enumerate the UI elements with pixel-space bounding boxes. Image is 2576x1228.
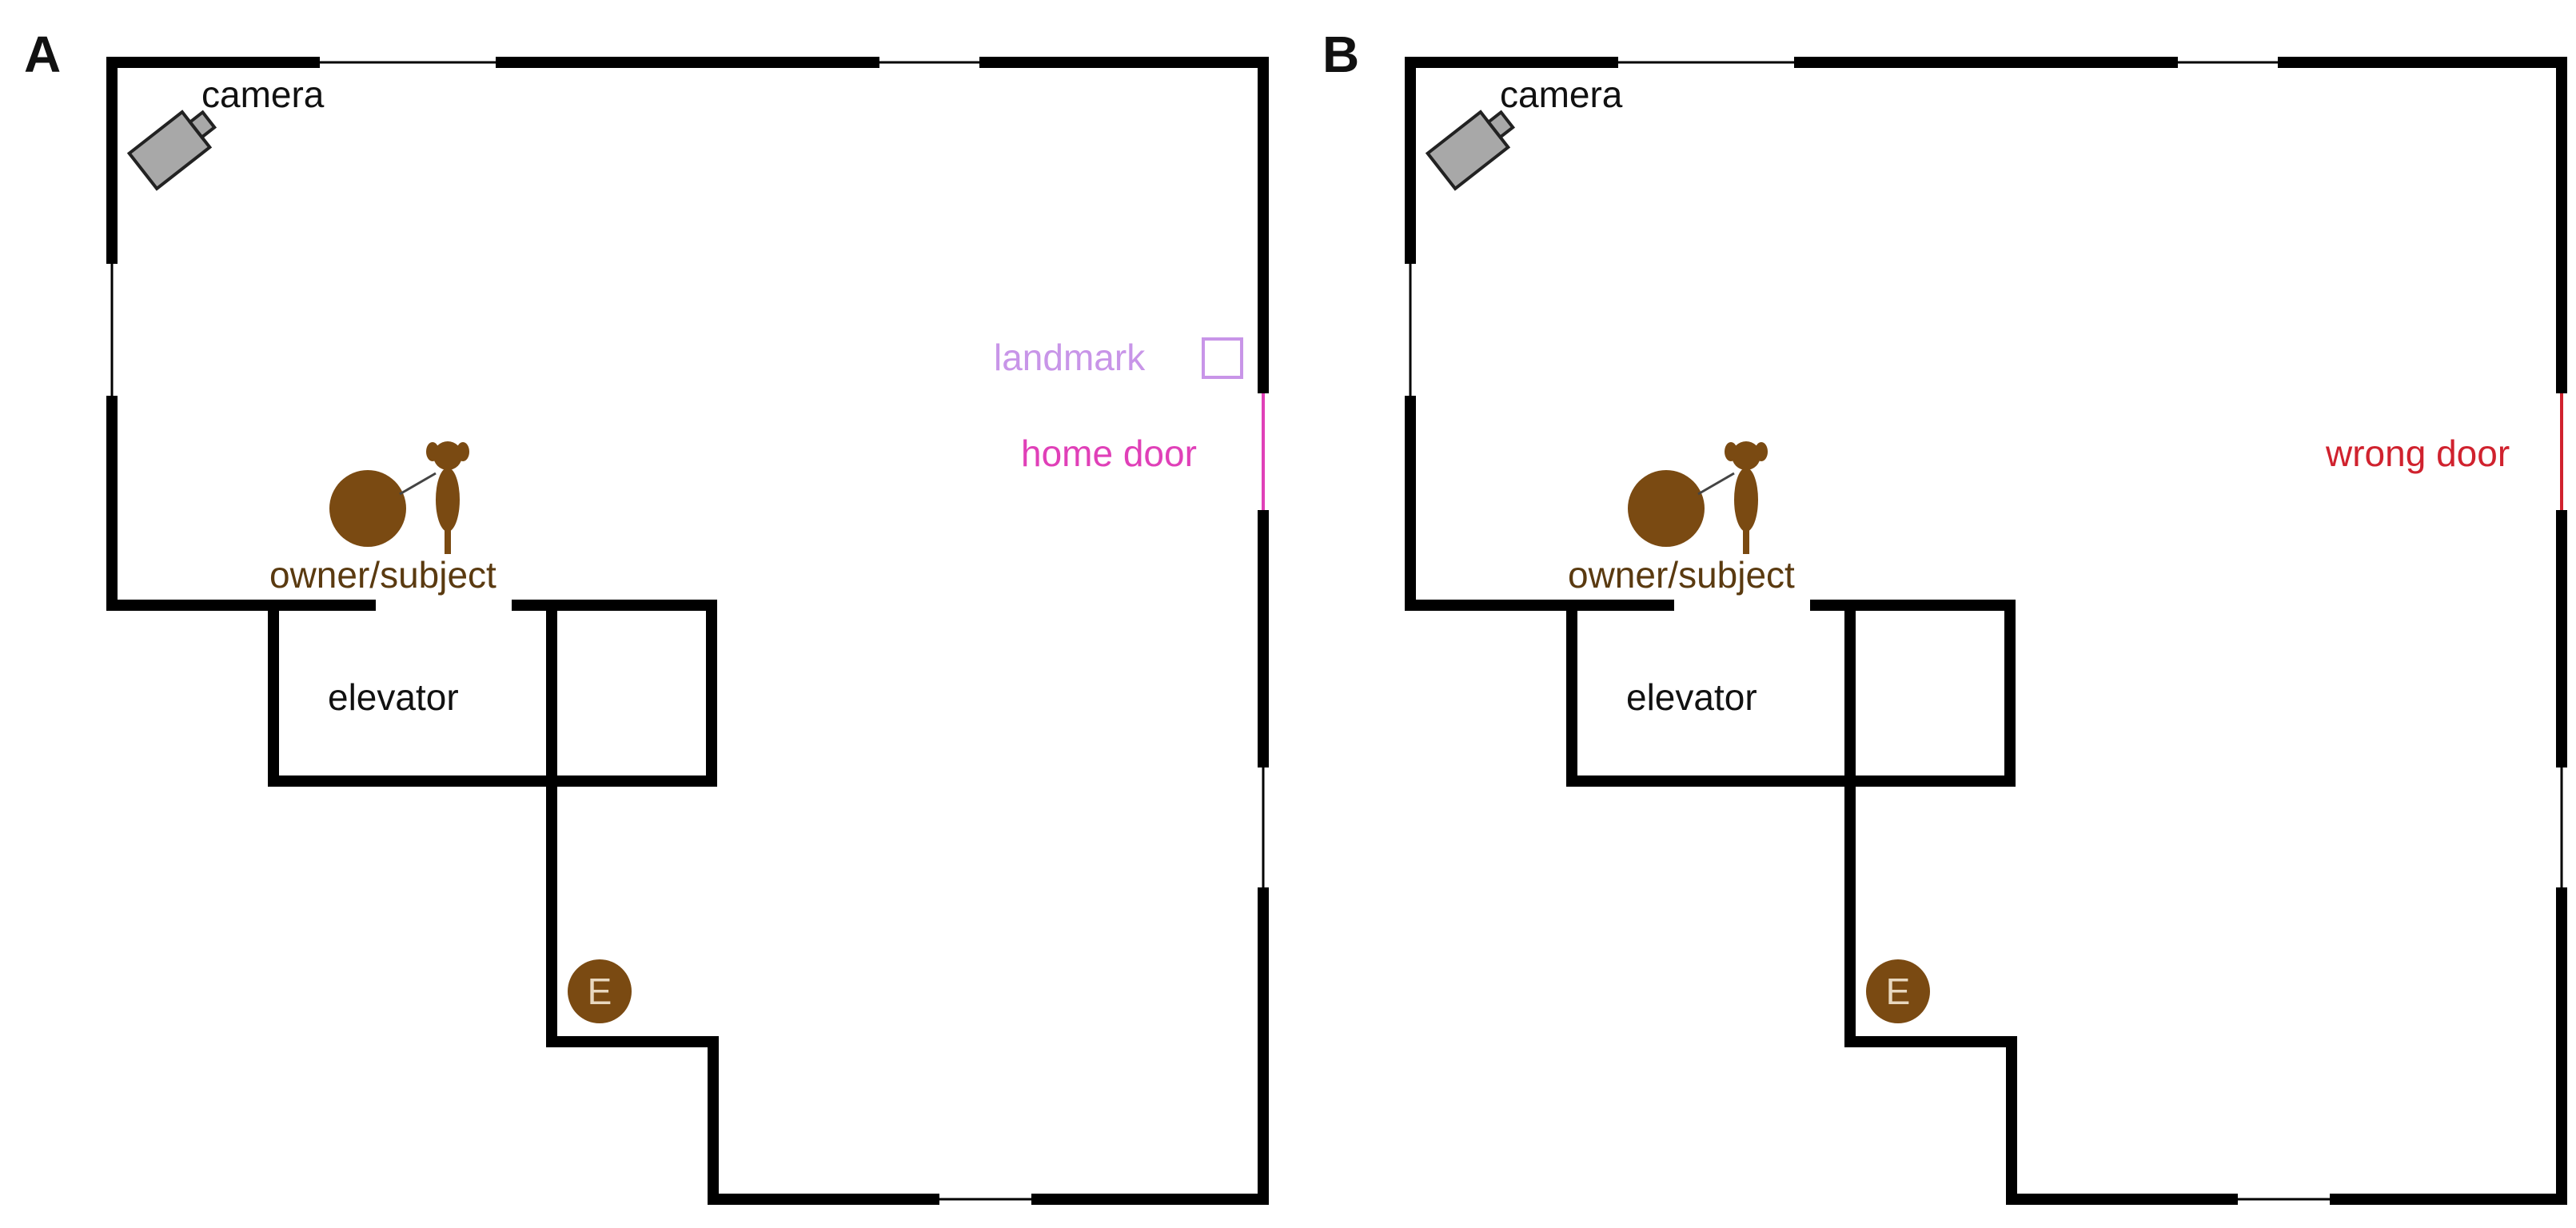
camera-icon <box>1425 110 1516 191</box>
panel-letter: B <box>1322 26 1359 83</box>
experimenter-label: E <box>1886 971 1911 1012</box>
leash-icon <box>1697 472 1735 496</box>
leash-icon <box>399 472 437 496</box>
owner-subject-label: owner/subject <box>1568 554 1795 596</box>
dog-icon <box>426 441 469 554</box>
experimenter-label: E <box>588 971 612 1012</box>
panel-a: A <box>24 26 1269 1205</box>
camera-label: camera <box>1500 74 1623 115</box>
camera-label: camera <box>201 74 325 115</box>
elevator-label: elevator <box>328 676 459 718</box>
wrong-door-label: wrong door <box>2325 433 2510 474</box>
landmark-label: landmark <box>994 337 1146 378</box>
panel-b: B <box>1322 26 2567 1205</box>
elevator-label: elevator <box>1626 676 1757 718</box>
owner-icon <box>1628 470 1705 547</box>
home-door-label: home door <box>1021 433 1197 474</box>
experimenter-icon <box>568 959 632 1023</box>
dog-icon <box>1725 441 1768 554</box>
thick-walls <box>1405 57 2567 1205</box>
experimenter-icon <box>1866 959 1930 1023</box>
landmark-icon <box>1202 337 1243 379</box>
owner-subject-label: owner/subject <box>269 554 496 596</box>
panel-letter: A <box>24 26 61 83</box>
thin-walls <box>1409 61 2563 1201</box>
thin-walls <box>110 61 1265 1201</box>
thick-walls <box>106 57 1269 1205</box>
camera-icon <box>126 110 217 191</box>
owner-icon <box>329 470 406 547</box>
